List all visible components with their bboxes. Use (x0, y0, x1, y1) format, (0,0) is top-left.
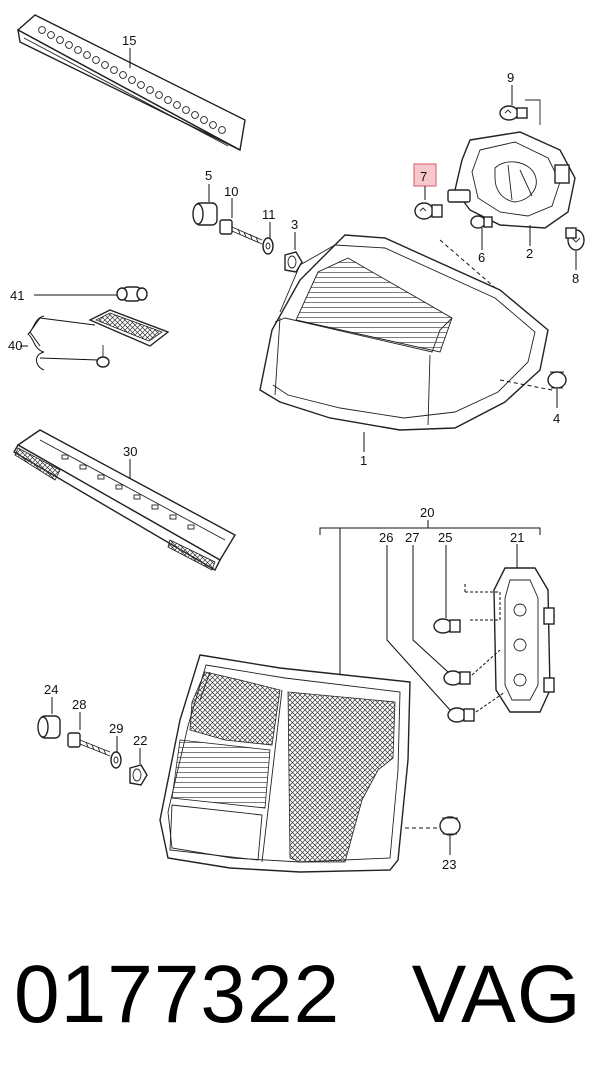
part-20-tail-light (159, 654, 411, 873)
callout-23: 23 (442, 857, 456, 872)
callout-5: 5 (205, 168, 212, 183)
callout-20: 20 (420, 505, 434, 520)
callout-22: 22 (133, 733, 147, 748)
callout-30: 30 (123, 444, 137, 459)
parts-diagram: 15 5 10 11 3 2 9 (8, 14, 585, 873)
part-22-nut (129, 764, 148, 786)
part-24-grommet (37, 715, 61, 739)
callout-26: 26 (379, 530, 393, 545)
part-8-bulb (565, 227, 585, 251)
part-26-bulb (447, 707, 475, 723)
part-15-brake-light-strip (16, 14, 246, 152)
part-25-bulb (433, 618, 461, 634)
part-28-screw (67, 732, 111, 757)
callout-9: 9 (507, 70, 514, 85)
callout-7: 7 (420, 169, 427, 184)
part-2-bulb-carrier (447, 99, 576, 229)
callout-2: 2 (526, 246, 533, 261)
callout-28: 28 (72, 697, 86, 712)
part-9-bulb (499, 105, 528, 121)
callout-4: 4 (553, 411, 560, 426)
callout-24: 24 (44, 682, 58, 697)
part-6-bulb (470, 215, 493, 229)
part-40-lens-plate (88, 309, 170, 347)
callout-3: 3 (291, 217, 298, 232)
callout-21: 21 (510, 530, 524, 545)
part-27-bulb (443, 670, 471, 686)
callout-27: 27 (405, 530, 419, 545)
part-number-caption: 0177322 VAG (14, 949, 582, 1040)
callout-8: 8 (572, 271, 579, 286)
callout-1: 1 (360, 453, 367, 468)
part-10-screw (219, 219, 263, 245)
part-41-bulb (116, 286, 148, 302)
part-23-clip (439, 816, 461, 836)
callout-15: 15 (122, 33, 136, 48)
part-11-washer (262, 237, 274, 255)
part-30-light-bar (13, 429, 236, 571)
callout-41: 41 (10, 288, 24, 303)
callout-29: 29 (109, 721, 123, 736)
callout-40: 40 (8, 338, 22, 353)
part-3-nut (284, 251, 303, 273)
part-5-grommet (192, 202, 218, 226)
callout-6: 6 (478, 250, 485, 265)
part-21-bulb-holder (493, 567, 555, 713)
part-29-washer (110, 751, 122, 769)
part-40-screw (96, 345, 110, 368)
part-7-bulb-highlighted: 7 (413, 163, 443, 220)
callout-10: 10 (224, 184, 238, 199)
callout-11: 11 (262, 207, 276, 222)
part-1-tail-light (259, 234, 549, 431)
part-4-clip (547, 371, 567, 389)
callout-25: 25 (438, 530, 452, 545)
